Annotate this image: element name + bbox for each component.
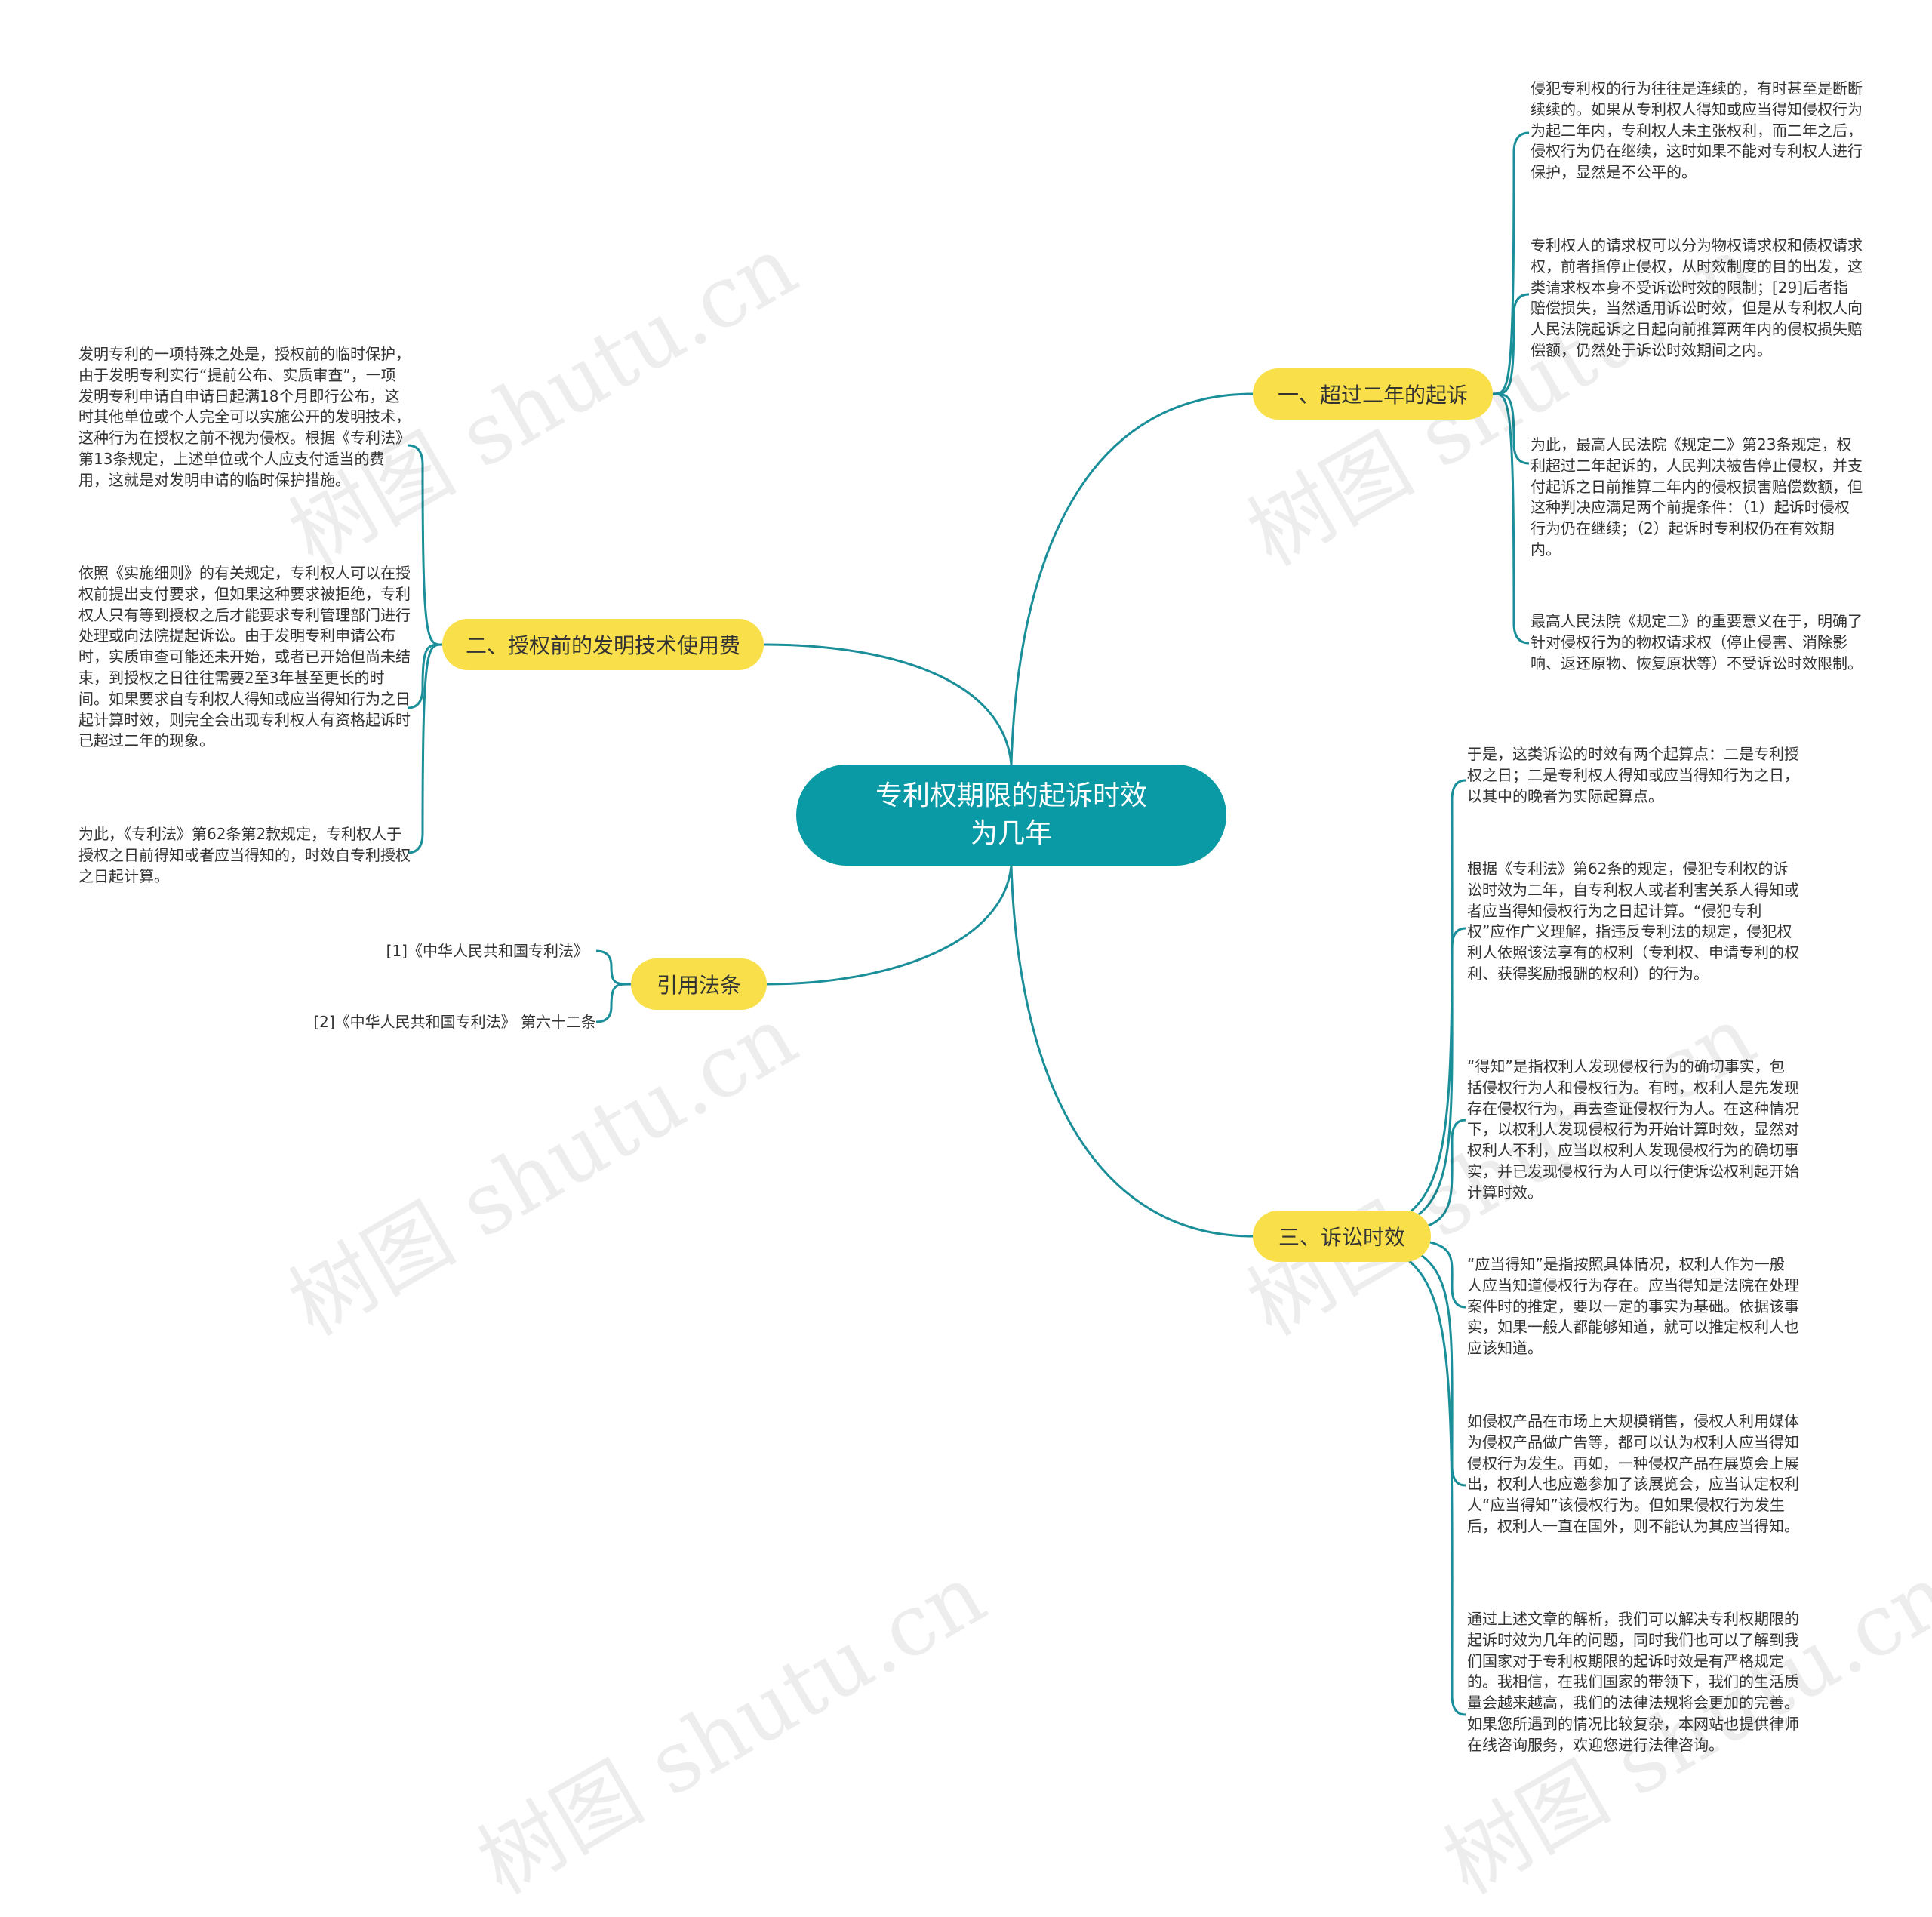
branch-1-leaf-2-line bbox=[1492, 392, 1530, 465]
branch-1-leaf-0-line bbox=[1492, 131, 1530, 395]
leaf-text: “应当得知”是指按照具体情况，权利人作为一般人应当知道侵权行为存在。应当得知是法… bbox=[1467, 1255, 1799, 1358]
branch-3-leaf-5-line bbox=[1252, 1235, 1466, 1716]
leaf-text: “得知”是指权利人发现侵权行为的确切事实，包括侵权行为人和侵权行为。有时，权利人… bbox=[1467, 1057, 1799, 1202]
branch-4-leaf-0-line bbox=[595, 949, 632, 986]
branch-1-leaf-3-line bbox=[1492, 392, 1530, 645]
leaf-text: 通过上述文章的解析，我们可以解决专利权期限的起诉时效为几年的问题，同时我们也可以… bbox=[1467, 1610, 1799, 1754]
leaf-text: 侵犯专利权的行为往往是连续的，有时甚至是断断续续的。如果从专利权人得知或应当得知… bbox=[1531, 79, 1863, 182]
branch-topic-pre-grant-fee[interactable]: 二、授权前的发明技术使用费 bbox=[442, 619, 764, 670]
cited-law-item: [1]《中华人民共和国专利法》 bbox=[386, 942, 589, 960]
leaf-text: 为此，《专利法》第62条第2款规定，专利权人于授权之日前得知或者应当得知的，时效… bbox=[78, 825, 411, 885]
branch-3-leaf-1-line bbox=[1252, 927, 1466, 1238]
branch-topic-cited-laws[interactable]: 引用法条 bbox=[631, 958, 767, 1010]
leaf-text: 于是，这类诉讼的时效有两个起算点：二是专利授权之日；二是专利权人得知或应当得知行… bbox=[1467, 745, 1799, 805]
root-to-branch-1-line bbox=[1010, 392, 1254, 765]
mindmap-canvas: 树图 shutu.cn 树图 shutu.cn 树图 shutu.cn 树图 s… bbox=[78, 79, 1932, 1913]
branch-3-leaf-0-line bbox=[1252, 779, 1466, 1238]
root-to-branch-3-line bbox=[1010, 865, 1254, 1238]
branch-2-leaf-2-line bbox=[407, 643, 443, 854]
root-topic[interactable]: 专利权期限的起诉时效为几年 bbox=[796, 765, 1226, 866]
branch-topic-over-two-years[interactable]: 一、超过二年的起诉 bbox=[1253, 368, 1493, 420]
root-to-branch-2-line bbox=[763, 643, 1013, 765]
branch-2-leaf-1-line bbox=[407, 643, 443, 709]
branch-1-leaf-1-line bbox=[1492, 293, 1530, 395]
cited-law-item: [2]《中华人民共和国专利法》 第六十二条 bbox=[313, 1013, 596, 1031]
branch-4-leaf-1-line bbox=[595, 983, 632, 1023]
branch-2-leaf-0-line bbox=[407, 444, 443, 646]
branch-3-leaf-4-line bbox=[1252, 1235, 1466, 1487]
branch-topic-limitation[interactable]: 三、诉讼时效 bbox=[1253, 1211, 1431, 1262]
leaf-text: 专利权人的请求权可以分为物权请求权和债权请求权，前者指停止侵权，从时效制度的目的… bbox=[1531, 236, 1863, 359]
leaf-text: 如侵权产品在市场上大规模销售，侵权人利用媒体为侵权产品做广告等，都可以认为权利人… bbox=[1467, 1412, 1799, 1535]
leaf-text: 依照《实施细则》的有关规定，专利权人可以在授权前提出支付要求，但如果这种要求被拒… bbox=[78, 564, 411, 750]
leaf-text: 发明专利的一项特殊之处是，授权前的临时保护，由于发明专利实行“提前公布、实质审查… bbox=[78, 345, 411, 489]
root-to-branch-4-line bbox=[766, 865, 1013, 986]
leaf-text: 为此，最高人民法院《规定二》第23条规定，权利超过二年起诉的，人民判决被告停止侵… bbox=[1531, 435, 1863, 558]
leaf-text: 最高人民法院《规定二》的重要意义在于，明确了针对侵权行为的物权请求权（停止侵害、… bbox=[1531, 612, 1863, 672]
leaf-text: 根据《专利法》第62条的规定，侵犯专利权的诉讼时效为二年，自专利权人或者利害关系… bbox=[1467, 860, 1799, 983]
